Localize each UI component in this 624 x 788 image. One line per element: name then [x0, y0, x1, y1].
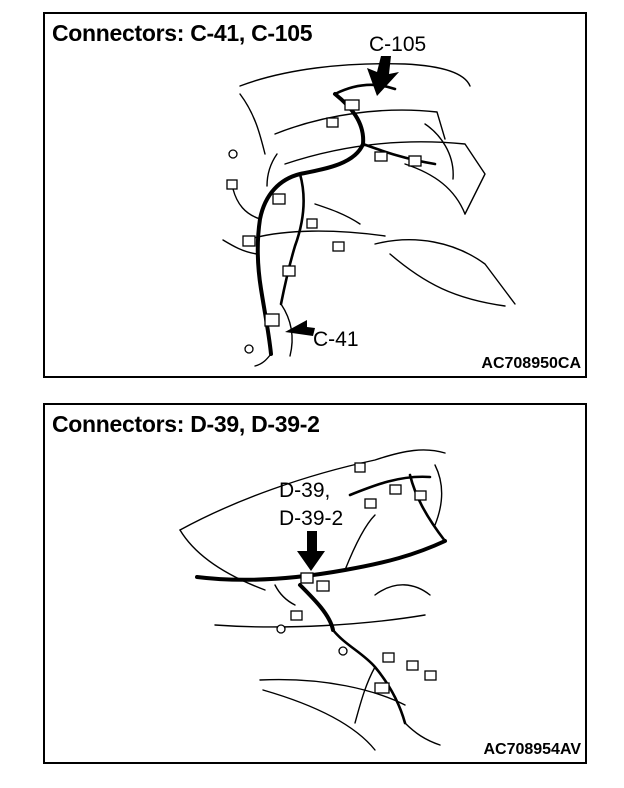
connector-shape [290, 610, 303, 621]
connector-d39-shape [300, 572, 314, 584]
connector-c105-shape [344, 99, 360, 111]
inner-panel-curve [374, 584, 431, 596]
harness-lead-a [266, 153, 278, 187]
vent-outline [424, 123, 454, 180]
harness-lead-a [274, 584, 296, 606]
connector-shape [374, 151, 388, 162]
connector-c41-shape [264, 313, 280, 327]
connector-shape [226, 179, 238, 190]
harness-top-branch [348, 475, 432, 497]
ground-terminal-shape [338, 646, 348, 656]
panel-title: Connectors: D-39, D-39-2 [52, 411, 320, 437]
ground-terminal-shape [244, 344, 254, 354]
rear-panel-outline [259, 678, 406, 706]
dashboard-left-edge [239, 93, 266, 155]
connector-shape [424, 670, 437, 681]
pillar-outline [434, 464, 443, 526]
harness-lead-c [404, 722, 441, 746]
floor-outline [374, 239, 516, 305]
harness-branch-top [333, 83, 397, 96]
figure-code: AC708950CA [481, 355, 581, 372]
ground-terminal-shape [276, 624, 286, 634]
harness-lead-end [254, 353, 272, 367]
panel-title: Connectors: C-41, C-105 [52, 20, 313, 46]
diagram-panel-c41-c105: Connectors: C-41, C-105 [43, 12, 587, 378]
connector-shape [332, 241, 345, 252]
harness-branch-right [361, 142, 437, 166]
harness-lead-left-2 [222, 239, 258, 255]
connector-shape [354, 462, 366, 473]
connector-shape [374, 682, 390, 694]
harness-lower-branch [331, 628, 407, 725]
harness-drop [298, 583, 335, 632]
wiring-harness-illustration-dashboard [222, 56, 516, 367]
dashboard-mid-edge [284, 141, 486, 215]
callout-label-d39-2: D-39-2 [279, 507, 344, 530]
arrow-to-c105 [367, 56, 399, 96]
connector-shape [282, 265, 296, 277]
rear-panel-lower [262, 689, 376, 751]
harness-main-rail [195, 539, 447, 582]
wiring-harness-illustration-rear [179, 449, 447, 751]
harness-branch-lower [279, 172, 305, 306]
connector-shape [272, 193, 286, 205]
lower-panel-line [249, 230, 386, 240]
callout-label-c41: C-41 [313, 328, 359, 351]
body-upper-outline [179, 449, 446, 531]
harness-lead-left-1 [232, 188, 261, 220]
dashboard-upper-shelf [274, 109, 446, 140]
harness-lead-lower [280, 303, 293, 357]
connector-shape [364, 498, 377, 509]
floor-line [214, 614, 426, 628]
connector-shape [408, 155, 422, 167]
callout-label-d39: D-39, [279, 479, 331, 502]
arrow-to-d39 [297, 531, 325, 571]
body-lower-left-outline [179, 529, 266, 591]
connector-shape [242, 235, 256, 247]
connector-shape [406, 660, 419, 671]
harness-up-branch [408, 473, 447, 543]
harness-lead-b [354, 666, 376, 724]
harness-lead-b [314, 203, 361, 225]
connector-shape [326, 117, 339, 128]
connector-shape [414, 490, 427, 501]
callout-label-c105: C-105 [369, 33, 427, 56]
arrow-to-c41 [285, 320, 315, 336]
diagram-panel-d39-d39-2: Connectors: D-39, D-39-2 [43, 403, 587, 764]
ground-terminal-shape [228, 149, 238, 159]
connector-shape [389, 484, 402, 495]
dashboard-top-outline [239, 62, 471, 87]
figure-code: AC708954AV [483, 741, 581, 758]
cluster-housing [404, 163, 466, 215]
tunnel-outline [389, 253, 506, 307]
connector-shape [306, 218, 318, 229]
harness-lead-up [344, 514, 376, 571]
connector-d39-2-shape [316, 580, 330, 592]
connector-shape [382, 652, 395, 663]
